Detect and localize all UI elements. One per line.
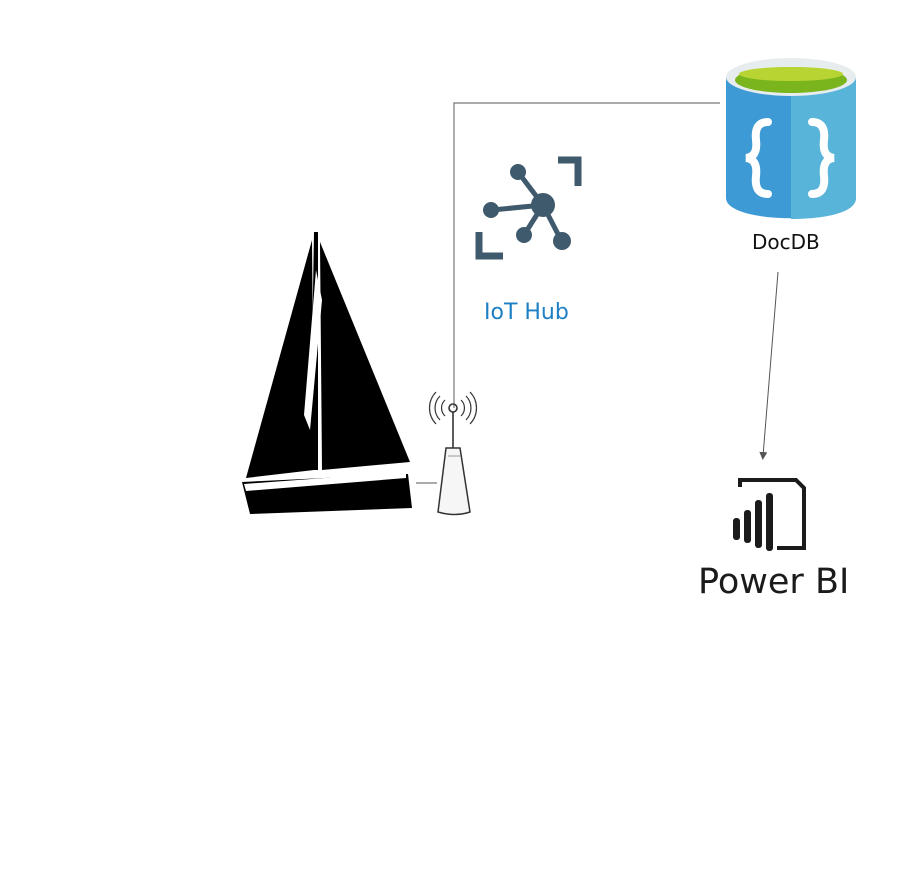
antenna-gateway-icon: [429, 391, 477, 516]
docdb-label: DocDB: [752, 230, 820, 254]
power-bi-label: Power BI: [698, 562, 850, 602]
sailboat-icon: [242, 232, 412, 514]
database-icon: [726, 58, 856, 219]
edge-docdb-to-powerbi: [759, 271, 779, 460]
power-bi-icon: [733, 478, 806, 551]
edge-gateway-to-docdb: [453, 102, 720, 408]
iot-hub-label: IoT Hub: [484, 300, 569, 325]
iot-hub-icon: [475, 156, 582, 260]
